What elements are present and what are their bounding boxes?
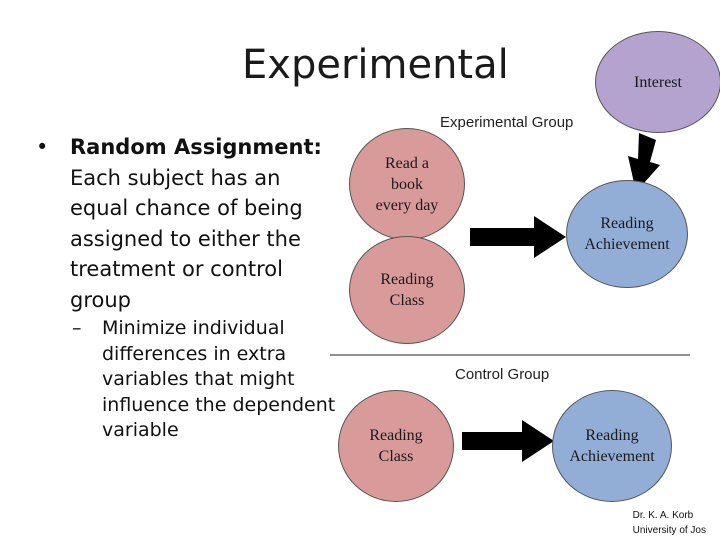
bullet-heading: Random Assignment: (70, 135, 322, 159)
bullet-dot: • (36, 135, 49, 159)
exp-reading-achievement-circle: Reading Achievement (566, 180, 688, 288)
ctrl-reading-achievement-label: Reading Achievement (569, 427, 655, 465)
experimental-group-label: Experimental Group (440, 114, 574, 131)
bullet-text: Each subject has an equal chance of bein… (70, 165, 303, 312)
interest-arrow-icon (628, 133, 660, 192)
exp-reading-achievement-label: Reading Achievement (584, 215, 670, 253)
credit-name: Dr. K. A. Korb (632, 510, 694, 521)
bullet-random-assignment: • Random Assignment: Each subject has an… (36, 132, 336, 315)
author-credit: Dr. K. A. Korb University of Jos (633, 508, 706, 538)
exp-reading-class-label: Reading Class (380, 271, 434, 309)
interest-circle: Interest (595, 31, 720, 133)
control-arrow-icon (462, 420, 554, 462)
ctrl-reading-class-circle: Reading Class (338, 390, 454, 502)
read-book-label: Read a book every day (375, 154, 439, 214)
credit-affiliation: University of Jos (632, 525, 706, 536)
experimental-arrow-icon (470, 216, 566, 258)
sub-bullet-dash: – (72, 317, 82, 339)
read-book-circle: Read a book every day (349, 128, 465, 240)
slide-title: Experimental (242, 42, 509, 88)
control-group-label: Control Group (455, 366, 550, 383)
ctrl-reading-class-label: Reading Class (369, 427, 423, 465)
sub-bullet: – Minimize individual differences in ext… (72, 316, 362, 444)
sub-bullet-text: Minimize individual differences in extra… (102, 317, 336, 441)
exp-reading-class-circle: Reading Class (349, 236, 465, 344)
ctrl-reading-achievement-circle: Reading Achievement (552, 390, 672, 502)
interest-label: Interest (634, 73, 682, 91)
